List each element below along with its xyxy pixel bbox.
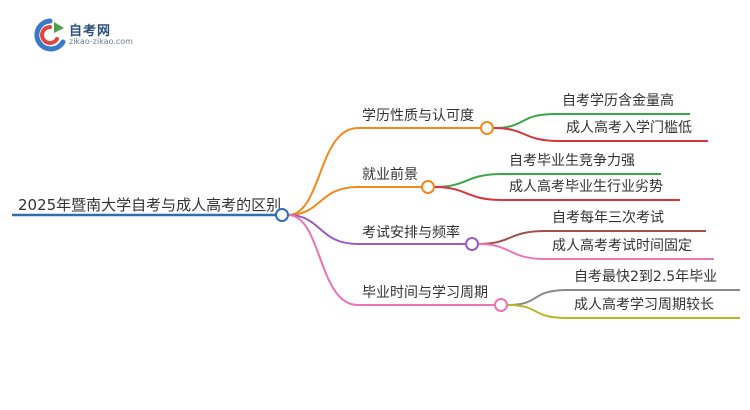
leaf-link — [492, 113, 557, 129]
branch-node-circle — [421, 180, 435, 194]
leaf-link — [492, 127, 561, 142]
leaf-node-label: 自考最快2到2.5年毕业 — [574, 269, 717, 285]
leaf-node-label: 自考毕业生竞争力强 — [509, 152, 635, 169]
site-logo[interactable] — [30, 18, 140, 52]
leaf-node-label: 自考学历含金量高 — [562, 92, 674, 109]
leaf-node-label: 成人高考毕业生行业劣势 — [509, 178, 663, 195]
leaf-link — [477, 230, 547, 245]
mindmap-nodes: 2025年暨南大学自考与成人高考的区别 学历性质与认可度 自考学历含金量高成人高考入… — [18, 92, 717, 313]
branch-link — [287, 214, 359, 245]
branch-link — [287, 127, 359, 216]
branch-node-label: 就业前景 — [362, 166, 418, 183]
leaf-link — [477, 243, 547, 260]
branch-link — [287, 214, 359, 306]
branch-node-label: 毕业时间与学习周期 — [362, 285, 488, 301]
logo-subtitle: zikao-zikao.com — [69, 37, 133, 46]
leaf-node-label: 成人高考考试时间固定 — [552, 237, 692, 254]
leaf-link — [506, 304, 569, 319]
branch-node-circle — [480, 121, 494, 135]
logo-icon — [34, 18, 66, 52]
logo-title: 自考网 — [69, 24, 112, 39]
root-node-circle — [275, 208, 289, 222]
branch-node-label: 学历性质与认可度 — [362, 108, 474, 124]
leaf-node-label: 自考每年三次考试 — [552, 210, 664, 226]
leaf-link — [433, 186, 504, 201]
branch-node-circle — [465, 237, 479, 251]
leaf-link — [433, 173, 504, 188]
branch-node-circle — [494, 298, 508, 312]
branch-node-label: 考试安排与频率 — [362, 224, 460, 241]
branch-link — [287, 186, 359, 216]
leaf-link — [506, 289, 569, 306]
leaf-node-label: 成人高考入学门槛低 — [566, 119, 692, 136]
mindmap-links — [12, 113, 740, 319]
root-node-label: 2025年暨南大学自考与成人高考的区别 — [18, 196, 281, 214]
leaf-node-label: 成人高考学习周期较长 — [574, 296, 714, 313]
